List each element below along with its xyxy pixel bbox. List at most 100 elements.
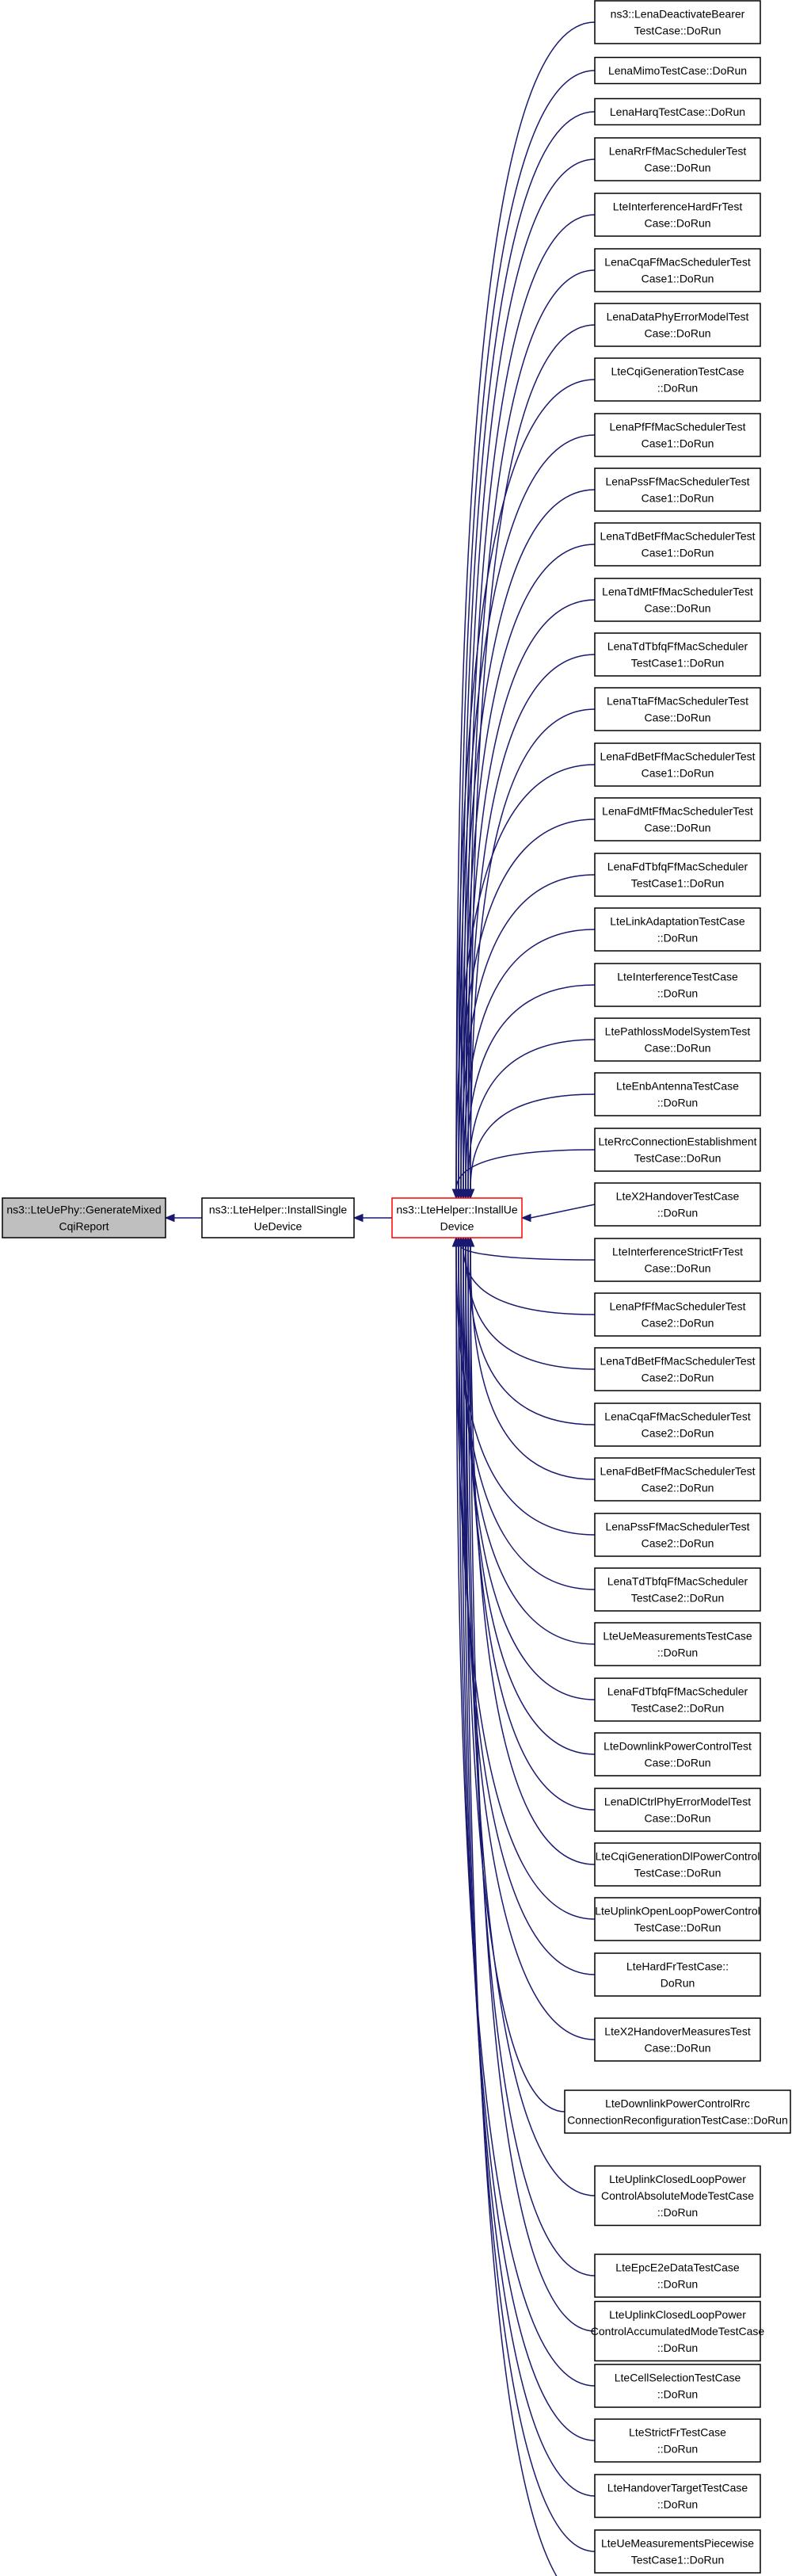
- call-edge: [455, 764, 596, 1190]
- call-edge: [470, 324, 596, 1190]
- node-lena-td-tbfq-ff-mac-1-label-line: LenaTdTbfqFfMacScheduler: [607, 640, 748, 653]
- node-lte-cell-selection-label-line: LteCellSelectionTestCase: [615, 2372, 741, 2384]
- node-lena-td-bet-ff-mac-1-label-line: LenaTdBetFfMacSchedulerTest: [600, 530, 755, 543]
- node-lena-td-mt-ff-mac-box: [594, 578, 761, 622]
- node-lte-uplink-closed-loop-accumulated[interactable]: LteUplinkClosedLoopPowerControlAccumulat…: [591, 2300, 765, 2362]
- node-lena-fd-bet-ff-mac-1-label-line: LenaFdBetFfMacSchedulerTest: [600, 750, 755, 763]
- node-lte-handover-target-label-line: ::DoRun: [657, 2498, 698, 2511]
- node-lte-hard-fr[interactable]: LteHardFrTestCase::DoRun: [594, 1952, 761, 1997]
- node-lena-rr-ff-mac-box: [594, 137, 761, 181]
- node-lte-handover-target-box: [594, 2474, 761, 2518]
- edge-arrowhead: [466, 1189, 475, 1200]
- node-lte-strict-fr[interactable]: LteStrictFrTestCase::DoRun: [594, 2418, 761, 2463]
- node-lte-cqi-generation-dl-power-control-label-line: LteCqiGenerationDlPowerControl: [596, 1850, 760, 1863]
- node-lte-interference[interactable]: LteInterferenceTestCase::DoRun: [594, 963, 761, 1007]
- node-lte-cqi-generation-label-line: ::DoRun: [657, 382, 698, 395]
- node-lte-interference-hard-fr-label-line: LteInterferenceHardFrTest: [613, 200, 743, 213]
- node-lte-rrc-connection-establishment-label-line: LteRrcConnectionEstablishment: [599, 1135, 757, 1148]
- node-lena-harq[interactable]: LenaHarqTestCase::DoRun: [594, 97, 761, 126]
- node-lena-pf-ff-mac-1-label-line: LenaPfFfMacSchedulerTest: [610, 421, 746, 433]
- call-edge: [463, 1246, 565, 2112]
- node-lte-interference-hard-fr-box: [594, 193, 761, 237]
- node-lena-pss-ff-mac-1-label-line: LenaPssFfMacSchedulerTest: [605, 475, 749, 488]
- node-lte-epc-e2e-data[interactable]: LteEpcE2eDataTestCase::DoRun: [594, 2254, 761, 2298]
- node-lte-x2-handover-measures-label-line: LteX2HandoverMeasuresTest: [604, 2025, 751, 2038]
- node-lte-ue-measurements-piecewise-1[interactable]: LteUeMeasurementsPiecewiseTestCase1::DoR…: [594, 2529, 761, 2574]
- call-edge: [470, 1246, 596, 1480]
- node-lte-hard-fr-label-line: DoRun: [661, 1977, 695, 1990]
- node-lte-downlink-power-control-label-line: Case::DoRun: [644, 1757, 710, 1769]
- node-lte-rrc-connection-establishment[interactable]: LteRrcConnectionEstablishmentTestCase::D…: [594, 1128, 761, 1172]
- node-lte-uplink-closed-loop-absolute[interactable]: LteUplinkClosedLoopPowerControlAbsoluteM…: [594, 2165, 761, 2227]
- node-lte-handover-target[interactable]: LteHandoverTargetTestCase::DoRun: [594, 2474, 761, 2518]
- node-lte-cell-selection[interactable]: LteCellSelectionTestCase::DoRun: [594, 2364, 761, 2408]
- node-lte-uplink-open-loop-power-control[interactable]: LteUplinkOpenLoopPowerControlTestCase::D…: [594, 1897, 761, 1941]
- call-edge: [458, 434, 596, 1190]
- node-lte-pathloss-model-system-label-line: Case::DoRun: [644, 1042, 710, 1055]
- node-lena-fd-mt-ff-mac-box: [594, 797, 761, 841]
- node-lte-enb-antenna-label-line: LteEnbAntennaTestCase: [616, 1080, 739, 1093]
- node-lte-interference-label-line: ::DoRun: [657, 987, 698, 1000]
- node-lena-cqa-ff-mac-2-label-line: LenaCqaFfMacSchedulerTest: [604, 1410, 751, 1423]
- node-lena-fd-bet-ff-mac-1-label-line: Case1::DoRun: [642, 767, 714, 780]
- node-lena-td-bet-ff-mac-1-box: [594, 522, 761, 567]
- node-lte-epc-e2e-data-label-line: ::DoRun: [657, 2278, 698, 2291]
- node-lena-td-bet-ff-mac-2-box: [594, 1347, 761, 1391]
- node-lte-downlink-power-control-rrc[interactable]: LteDownlinkPowerControlRrcConnectionReco…: [564, 2089, 791, 2134]
- node-lte-downlink-power-control-rrc-label-line: ConnectionReconfigurationTestCase::DoRun: [567, 2114, 788, 2127]
- node-lte-ue-measurements-piecewise-1-box: [594, 2529, 761, 2574]
- node-lte-handover-target-label-line: LteHandoverTargetTestCase: [607, 2482, 748, 2494]
- call-edge: [467, 1246, 596, 1811]
- node-lte-x2-handover[interactable]: LteX2HandoverTestCase::DoRun: [594, 1182, 761, 1227]
- node-lte-cqi-generation[interactable]: LteCqiGenerationTestCase::DoRun: [594, 357, 761, 402]
- node-lena-fd-bet-ff-mac-2-box: [594, 1457, 761, 1502]
- call-edge: [530, 1204, 596, 1219]
- node-lte-ue-measurements[interactable]: LteUeMeasurementsTestCase::DoRun: [594, 1622, 761, 1666]
- node-lena-td-mt-ff-mac-label-line: LenaTdMtFfMacSchedulerTest: [602, 586, 753, 598]
- call-edge: [463, 1246, 596, 1315]
- node-lte-downlink-power-control-rrc-label-line: LteDownlinkPowerControlRrc: [605, 2097, 750, 2110]
- node-lena-tta-ff-mac-label-line: Case::DoRun: [644, 712, 710, 724]
- node-lte-ue-measurements-box: [594, 1622, 761, 1666]
- node-lte-link-adaptation[interactable]: LteLinkAdaptationTestCase::DoRun: [594, 907, 761, 952]
- node-lte-cqi-generation-box: [594, 357, 761, 402]
- node-lena-mimo[interactable]: LenaMimoTestCase::DoRun: [594, 56, 761, 85]
- node-lte-interference-label-line: LteInterferenceTestCase: [617, 971, 738, 983]
- node-lena-fd-tbfq-ff-mac-2-box: [594, 1677, 761, 1722]
- node-lena-td-bet-ff-mac-2-label-line: Case2::DoRun: [642, 1372, 714, 1384]
- node-lte-ue-measurements-piecewise-1-label-line: LteUeMeasurementsPiecewise: [601, 2537, 754, 2550]
- node-lte-cell-selection-box: [594, 2364, 761, 2408]
- node-lte-uplink-closed-loop-absolute-box: [594, 2165, 761, 2227]
- node-lte-cqi-generation-dl-power-control[interactable]: LteCqiGenerationDlPowerControlTestCase::…: [594, 1842, 761, 1887]
- node-lte-enb-antenna[interactable]: LteEnbAntennaTestCase::DoRun: [594, 1072, 761, 1116]
